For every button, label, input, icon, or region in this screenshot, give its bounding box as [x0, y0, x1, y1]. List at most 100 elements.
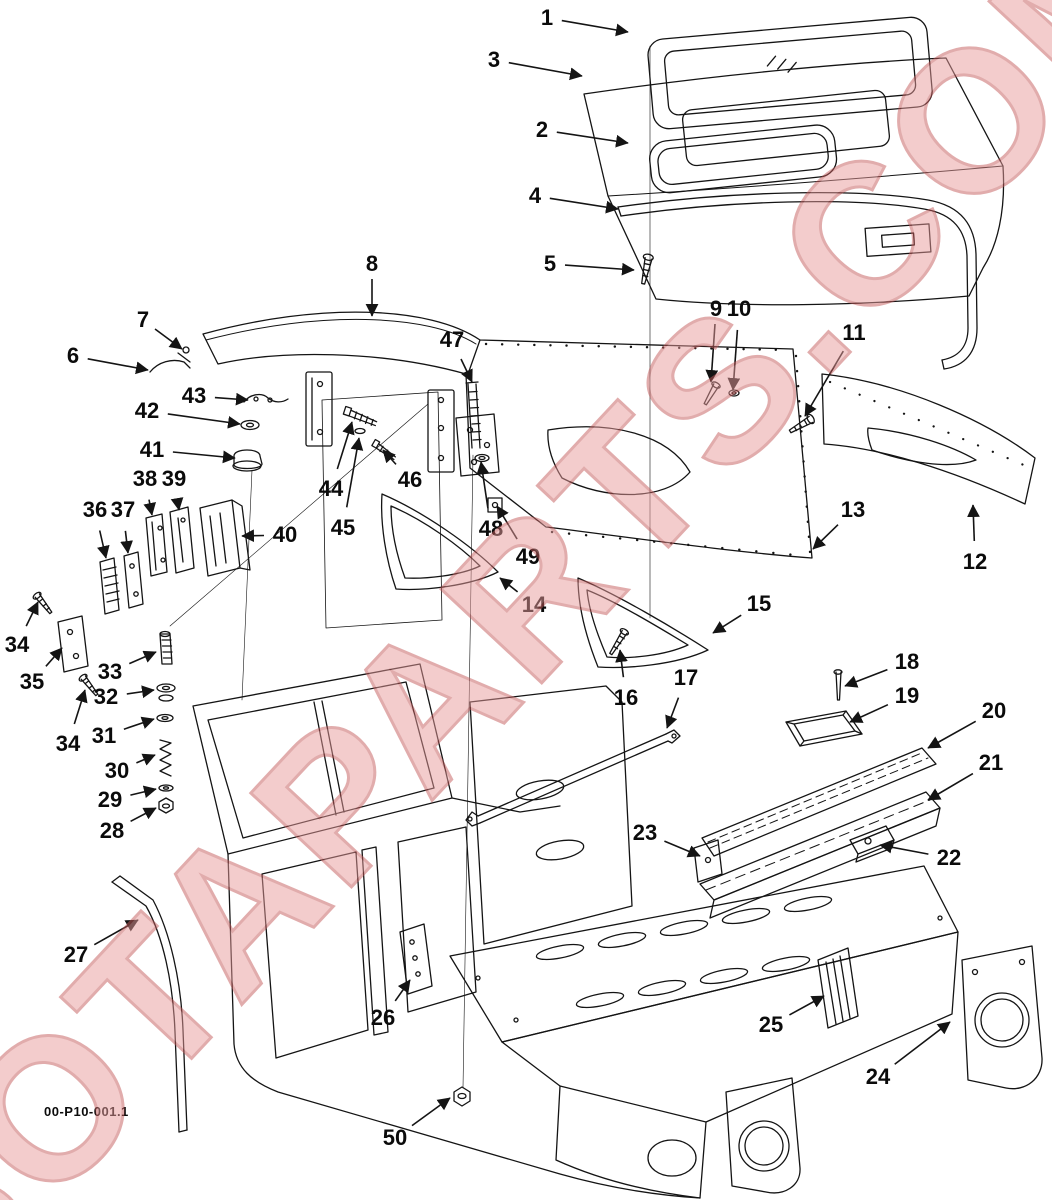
leader-line-40 — [241, 529, 265, 543]
leader-line-24 — [894, 1021, 951, 1065]
leader-line-5 — [564, 262, 635, 276]
bracket-38 — [145, 513, 168, 577]
roof-seal — [617, 192, 978, 370]
leader-line-36 — [97, 530, 110, 559]
plate-35 — [57, 615, 89, 673]
leader-line-26 — [394, 979, 411, 1002]
hardtop-shell — [149, 311, 813, 629]
leader-line-15 — [712, 614, 742, 634]
washer-48 — [474, 453, 490, 463]
stud-33 — [159, 630, 173, 665]
leader-line-44 — [336, 421, 355, 470]
leader-line-11 — [804, 350, 844, 417]
cab-body — [227, 685, 959, 1199]
leader-line-10 — [727, 329, 741, 391]
leader-line-41 — [172, 450, 236, 464]
leader-line-18 — [844, 668, 888, 688]
leader-line-50 — [411, 1097, 451, 1127]
leader-line-38 — [143, 499, 156, 516]
screw-18 — [833, 669, 843, 701]
nut-28 — [158, 797, 174, 814]
leader-line-4 — [549, 197, 619, 214]
bolt-44 — [342, 405, 378, 427]
corner-bracket-right — [961, 945, 1043, 1090]
leader-line-35 — [45, 647, 63, 667]
leader-line-21 — [927, 772, 974, 801]
screw-34b — [78, 673, 99, 697]
leader-line-45 — [345, 437, 364, 508]
leader-line-34 — [73, 689, 88, 725]
leader-line-6 — [87, 358, 149, 375]
leader-line-7 — [154, 328, 183, 350]
washer-10 — [728, 389, 740, 397]
tray-19 — [785, 710, 863, 747]
leader-line-39 — [170, 497, 184, 511]
grommet-41 — [232, 449, 263, 472]
leader-line-28 — [130, 807, 157, 823]
leader-line-14 — [499, 577, 519, 593]
leader-line-47 — [460, 358, 473, 383]
washer-29 — [158, 784, 174, 792]
corner-bracket-bottom — [725, 1077, 801, 1194]
plate-37 — [123, 551, 144, 609]
leader-line-48 — [476, 461, 490, 509]
rail-20 — [701, 747, 937, 857]
leader-line-27 — [93, 919, 139, 946]
washer-32 — [156, 683, 176, 702]
leader-line-32 — [126, 685, 155, 699]
roof-panel — [583, 57, 1005, 306]
leader-line-19 — [849, 703, 889, 723]
spring-30 — [159, 739, 172, 777]
leader-line-13 — [812, 524, 839, 550]
leader-line-42 — [167, 413, 241, 429]
bracket-40 — [199, 499, 251, 577]
bracket-22 — [849, 825, 895, 863]
washer-45 — [354, 427, 366, 435]
leader-line-16 — [615, 649, 628, 678]
leader-line-46 — [382, 449, 397, 465]
leader-line-20 — [927, 720, 977, 749]
window-seal-14 — [380, 493, 499, 591]
figure-id: 00-P10-001.1 — [44, 1104, 129, 1119]
hinge-plate-26 — [399, 923, 433, 995]
leader-line-43 — [214, 392, 249, 406]
bracket-39 — [169, 506, 195, 574]
leader-line-3 — [508, 61, 583, 81]
washer-31 — [156, 713, 174, 723]
leader-line-23 — [664, 840, 701, 858]
ribbed-plate-25 — [817, 947, 859, 1029]
leader-line-22 — [879, 840, 929, 855]
window-seal-15 — [577, 577, 709, 669]
leader-line-1 — [561, 19, 629, 37]
door-seal-27 — [111, 875, 188, 1133]
leader-lines — [25, 19, 980, 1127]
clip-43 — [243, 393, 289, 403]
bolt-9 — [703, 381, 721, 406]
bracket-23 — [693, 839, 723, 883]
side-rail-panel — [821, 373, 1036, 505]
windshield-frame — [192, 663, 453, 855]
screw-16 — [609, 627, 630, 656]
leader-line-34 — [25, 601, 39, 627]
leader-line-33 — [128, 650, 157, 665]
screw-34a — [32, 591, 53, 615]
leader-line-31 — [123, 716, 155, 730]
leader-line-37 — [120, 530, 133, 554]
leader-line-49 — [496, 505, 518, 540]
glass-panel — [647, 16, 933, 130]
support-rod — [465, 729, 681, 827]
leader-line-12 — [967, 504, 980, 542]
rail-21 — [699, 791, 941, 919]
sunroof-seal — [649, 124, 838, 194]
leader-line-9 — [705, 323, 719, 383]
leader-line-30 — [136, 753, 156, 766]
leader-line-17 — [665, 697, 680, 729]
nut-50 — [453, 1086, 471, 1107]
washer-42 — [240, 419, 260, 431]
leader-line-25 — [789, 995, 825, 1016]
ribbed-plate-36 — [99, 557, 120, 615]
screw-5 — [641, 253, 654, 285]
leader-line-29 — [130, 785, 157, 799]
